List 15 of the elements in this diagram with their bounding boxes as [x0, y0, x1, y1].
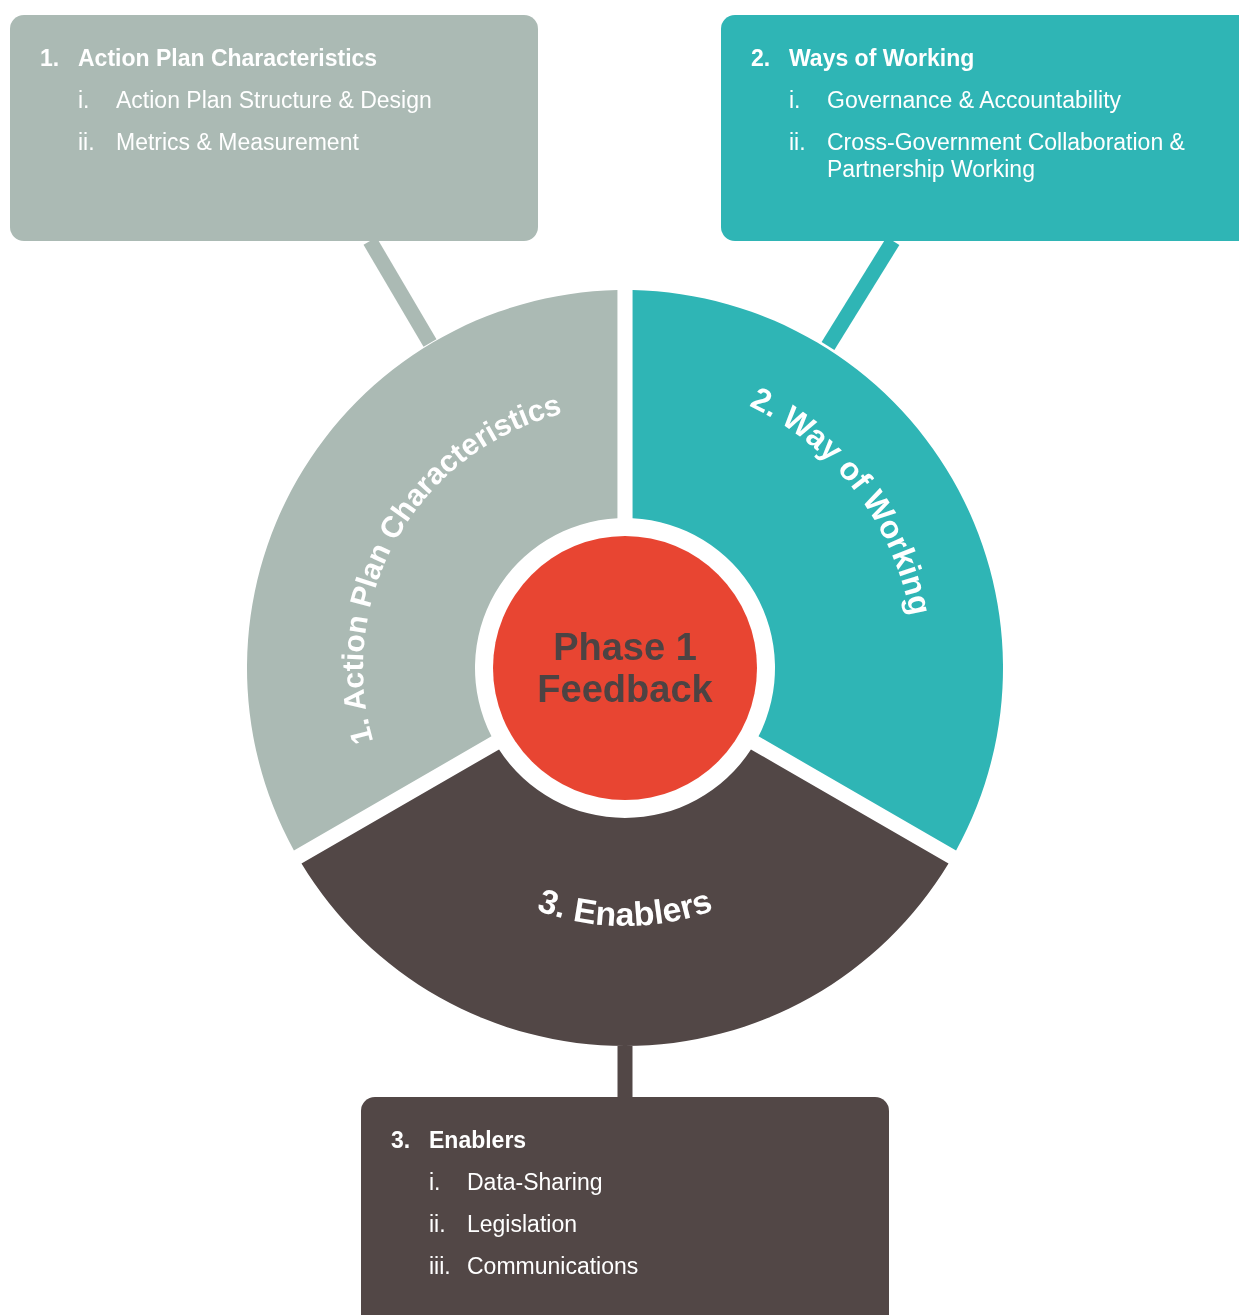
info-box [361, 1097, 889, 1315]
connector-line [617, 1046, 633, 1097]
list-item: i. Governance & Accountability [789, 87, 1123, 114]
list-item: i. Action Plan Structure & Design [78, 87, 433, 114]
info-box [721, 15, 1239, 241]
info-box [10, 15, 538, 241]
list-item: ii. Cross-Government Collaboration & Partnership Working [789, 129, 1186, 183]
box-heading: 3. Enablers [391, 1127, 528, 1154]
list-item: ii. Metrics & Measurement [78, 129, 360, 156]
list-item: ii. Legislation [429, 1211, 578, 1238]
box-heading: 1. Action Plan Characteristics [40, 45, 379, 72]
box-heading: 2. Ways of Working [751, 45, 976, 72]
list-item: iii. Communications [429, 1253, 640, 1280]
ring-segment: 3. Enablers [301, 749, 949, 1046]
list-item: i. Data-Sharing [429, 1169, 604, 1196]
